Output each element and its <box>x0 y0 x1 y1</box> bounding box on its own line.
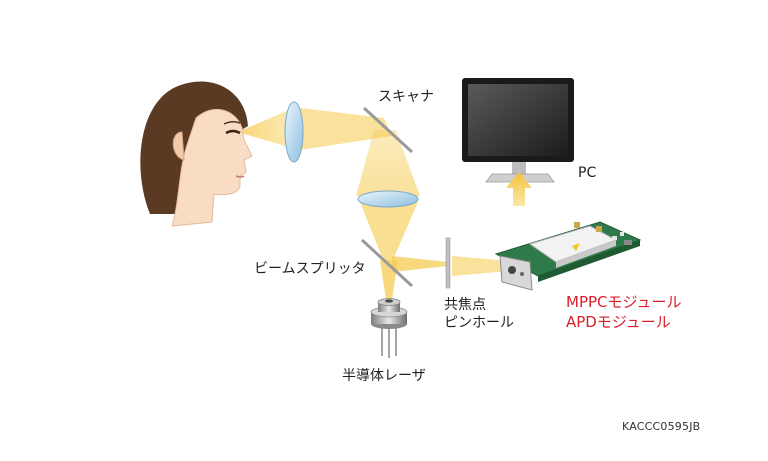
light-beams <box>238 106 520 300</box>
figure-code: KACCC0595JB <box>622 420 701 433</box>
beam-eye-to-lens <box>238 106 298 150</box>
objective-lens <box>284 101 304 163</box>
beam-splitter-plate <box>360 238 414 288</box>
pinhole-plate <box>445 237 451 289</box>
ear <box>172 131 185 161</box>
label-confocal: 共焦点 <box>444 297 486 313</box>
label-scanner: スキャナ <box>378 89 434 105</box>
pc-monitor <box>462 78 574 183</box>
module-housing <box>499 255 533 291</box>
mouth <box>235 175 245 178</box>
label-beam-splitter: ビームスプリッタ <box>254 261 366 277</box>
beam-splitter-to-pinhole <box>392 256 448 272</box>
eye <box>225 129 241 135</box>
label-apd-module: APDモジュール <box>566 313 671 331</box>
mppc-apd-module <box>494 221 642 291</box>
scanner-mirror <box>362 106 414 154</box>
data-arrow-icon <box>506 172 532 206</box>
human-head <box>140 81 253 227</box>
label-pinhole: ピンホール <box>444 315 514 331</box>
label-semiconductor-laser: 半導体レーザ <box>342 368 426 384</box>
label-mppc-module: MPPCモジュール <box>566 293 682 311</box>
semiconductor-laser <box>370 298 408 358</box>
beam-scanner-to-lens <box>356 130 420 196</box>
label-pc: PC <box>578 165 597 181</box>
face <box>171 108 253 227</box>
beam-lens-to-scanner <box>300 108 392 150</box>
beam-lens-to-splitter <box>360 202 418 262</box>
eyebrow <box>223 120 241 125</box>
relay-lens <box>357 190 419 208</box>
